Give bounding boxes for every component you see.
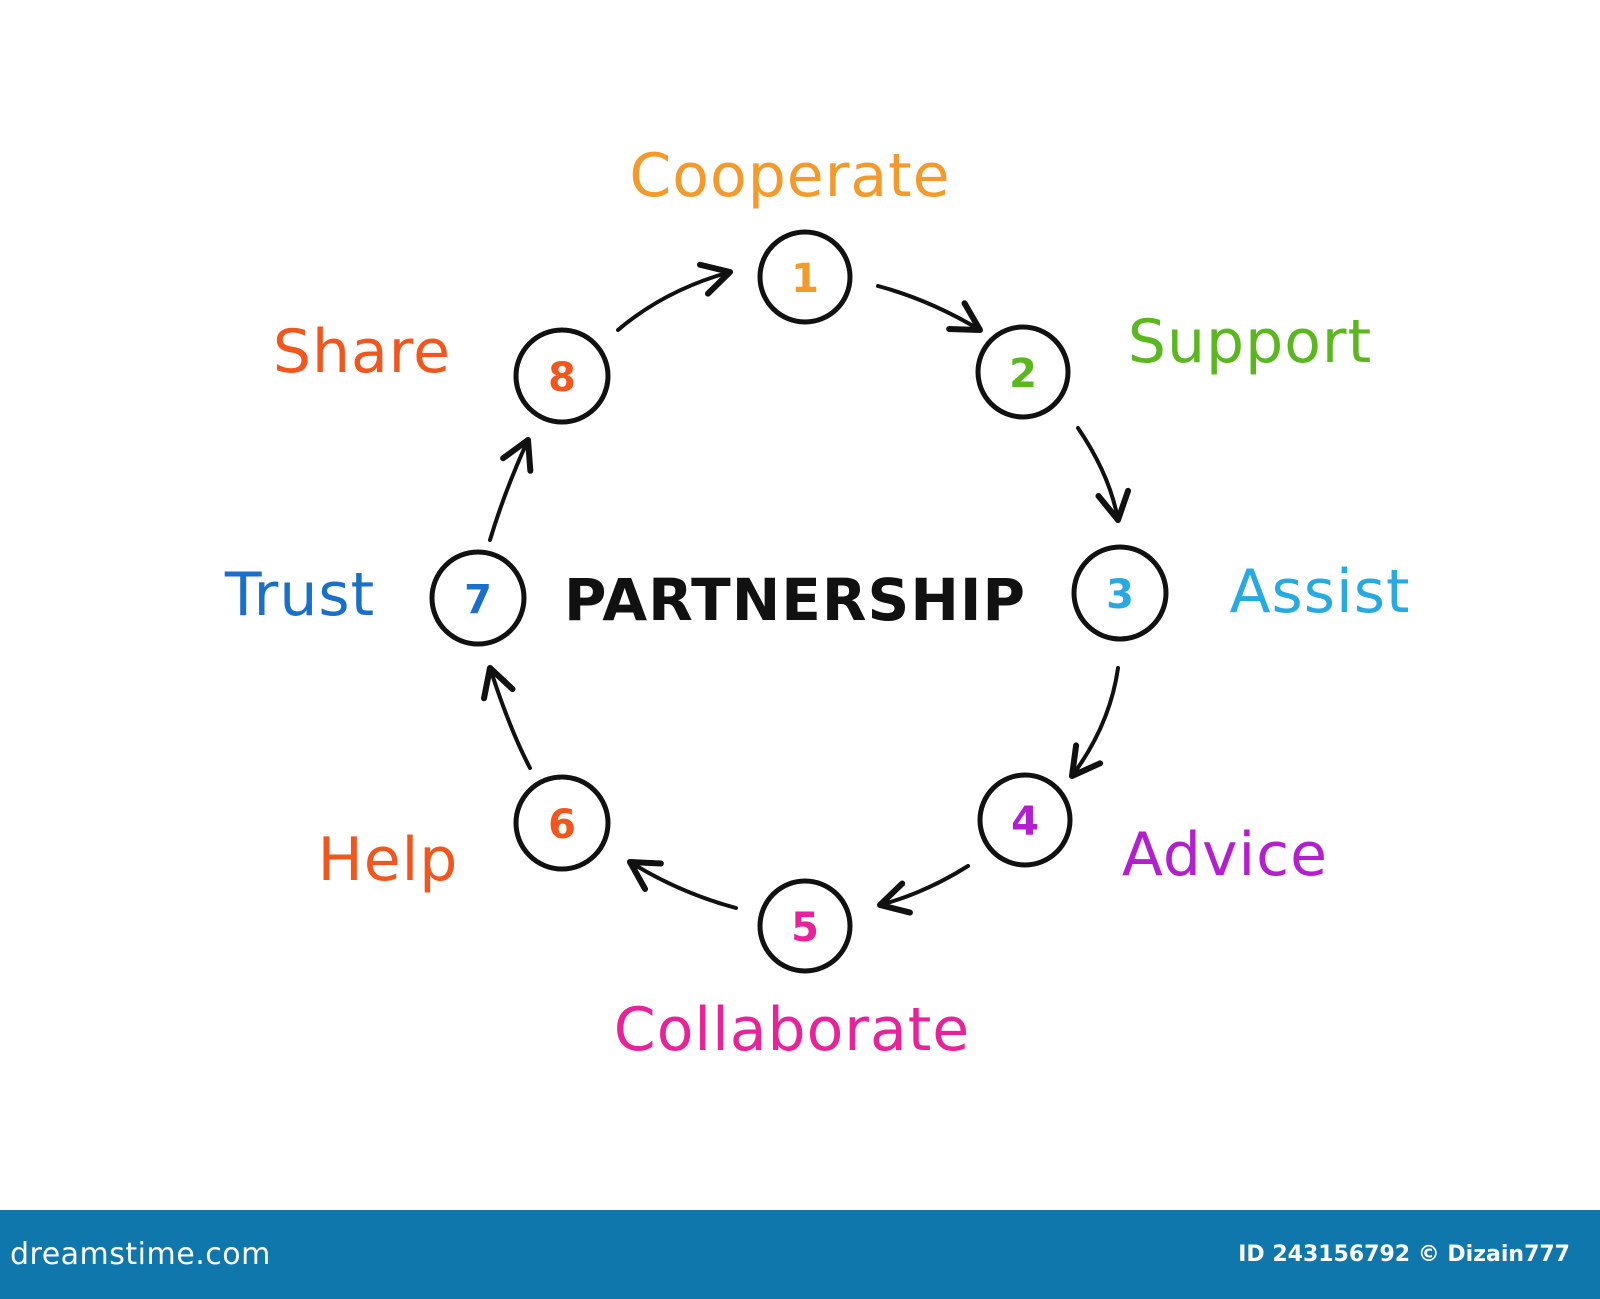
label-cooperate: Cooperate xyxy=(629,141,950,211)
node-1: 1 xyxy=(757,229,853,325)
node-4-number: 4 xyxy=(1011,799,1039,845)
label-assist: Assist xyxy=(1229,557,1410,627)
node-5: 5 xyxy=(757,878,853,974)
node-2: 2 xyxy=(975,324,1071,420)
arrow-8-to-1 xyxy=(616,261,733,332)
watermark-footer: dreamstime.com ID 243156792 © Dizain777 xyxy=(0,1210,1600,1299)
label-support: Support xyxy=(1128,307,1372,377)
label-trust: Trust xyxy=(224,560,375,630)
arrow-5-to-6 xyxy=(627,859,738,910)
label-advice: Advice xyxy=(1122,820,1328,890)
node-6: 6 xyxy=(513,774,611,872)
label-help: Help xyxy=(318,825,459,895)
node-2-number: 2 xyxy=(1009,351,1037,397)
footer-site-name: dreamstime.com xyxy=(10,1237,271,1272)
arrow-7-to-8 xyxy=(488,437,534,542)
node-8: 8 xyxy=(513,327,611,425)
arrow-1-to-2 xyxy=(876,284,983,333)
label-collaborate: Collaborate xyxy=(614,995,970,1065)
node-8-number: 8 xyxy=(548,355,576,401)
arrow-3-to-4 xyxy=(1069,666,1120,779)
node-3: 3 xyxy=(1071,544,1169,642)
node-4: 4 xyxy=(977,772,1073,868)
node-3-number: 3 xyxy=(1106,572,1134,618)
node-7: 7 xyxy=(429,549,527,647)
arrow-4-to-5 xyxy=(877,864,970,916)
center-title: PARTNERSHIP xyxy=(564,566,1026,634)
node-1-number: 1 xyxy=(791,256,819,302)
partnership-cycle-diagram: PARTNERSHIP 1 2 3 4 5 6 7 8 xyxy=(224,141,1410,1065)
cycle-arrows xyxy=(481,261,1132,916)
footer-image-id: ID 243156792 © Dizain777 xyxy=(1238,1242,1570,1267)
label-share: Share xyxy=(273,317,451,387)
arrow-2-to-3 xyxy=(1076,426,1132,523)
arrow-6-to-7 xyxy=(481,665,532,770)
node-7-number: 7 xyxy=(464,577,492,623)
node-5-number: 5 xyxy=(791,905,819,951)
node-6-number: 6 xyxy=(548,802,576,848)
